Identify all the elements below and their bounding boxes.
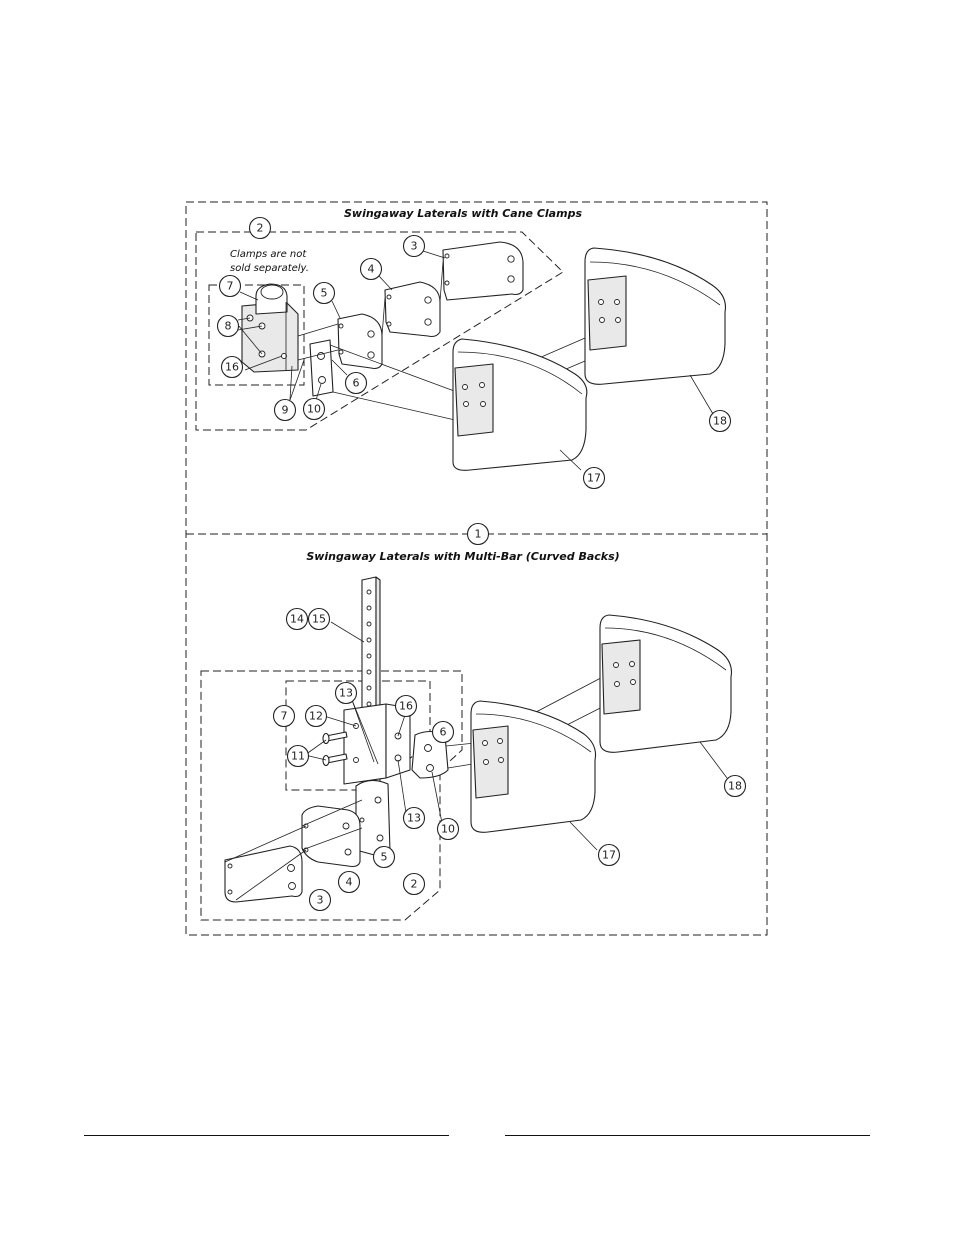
svg-text:4: 4: [368, 263, 375, 276]
callout-1: 1: [466, 522, 490, 546]
bottom-callout-6: 6: [431, 720, 455, 744]
svg-text:9: 9: [282, 404, 289, 417]
svg-text:11: 11: [291, 750, 305, 763]
svg-text:16: 16: [399, 700, 413, 713]
bottom-callout-17: 17: [597, 843, 621, 867]
bottom-callout-16: 16: [394, 694, 418, 718]
screws-11: [322, 731, 348, 767]
top-callout-8: 8: [216, 314, 240, 338]
svg-text:8: 8: [225, 320, 232, 333]
top-callout-7: 7: [218, 274, 242, 298]
bottom-bracket-4: [301, 805, 361, 868]
svg-text:6: 6: [440, 726, 447, 739]
svg-text:16: 16: [225, 361, 239, 374]
top-callout-9: 9: [273, 398, 297, 422]
svg-text:5: 5: [321, 287, 328, 300]
bottom-callout-18: 18: [723, 774, 747, 798]
bottom-lateral-pad-17: [470, 700, 597, 833]
svg-text:17: 17: [587, 472, 601, 485]
cane-clamp: [241, 283, 299, 373]
top-lateral-pad-17: [452, 338, 588, 471]
svg-text:18: 18: [728, 780, 742, 793]
top-callout-18: 18: [708, 409, 732, 433]
svg-text:7: 7: [227, 280, 234, 293]
top-plate-10: [309, 339, 334, 397]
top-callout-5: 5: [312, 281, 336, 305]
top-callout-4: 4: [359, 257, 383, 281]
bottom-bracket-5: [355, 779, 391, 857]
svg-text:6: 6: [353, 377, 360, 390]
bottom-callout-3: 3: [308, 888, 332, 912]
top-callout-3: 3: [402, 234, 426, 258]
clamp-note-line1: Clamps are not: [230, 249, 307, 260]
svg-text:10: 10: [307, 403, 321, 416]
top-callout-16: 16: [220, 355, 244, 379]
svg-text:15: 15: [312, 613, 326, 626]
bottom-section-title: Swingaway Laterals with Multi-Bar (Curve…: [306, 550, 619, 563]
svg-text:1: 1: [475, 528, 482, 541]
svg-text:10: 10: [441, 823, 455, 836]
top-bracket-3: [442, 241, 524, 301]
svg-text:2: 2: [411, 878, 418, 891]
bottom-callout-5: 5: [372, 845, 396, 869]
svg-text:3: 3: [411, 240, 418, 253]
bottom-leaders: [304, 621, 728, 851]
top-lateral-pad-18: [584, 247, 727, 385]
svg-text:12: 12: [309, 710, 323, 723]
top-callout-17: 17: [582, 466, 606, 490]
outer-frame: [185, 201, 768, 936]
bottom-callout-13-bottom: 13: [402, 806, 426, 830]
footer-rule-left: [84, 1135, 449, 1136]
bottom-callout-14: 14: [285, 607, 309, 631]
top-leaders: [237, 250, 714, 471]
bottom-callout-7: 7: [272, 704, 296, 728]
bottom-callout-12: 12: [304, 704, 328, 728]
clamp-outline: [208, 284, 305, 386]
top-bracket-4: [384, 281, 441, 338]
svg-text:14: 14: [290, 613, 304, 626]
svg-text:3: 3: [317, 894, 324, 907]
svg-text:4: 4: [346, 876, 353, 889]
bottom-callout-2: 2: [402, 872, 426, 896]
svg-text:2: 2: [257, 222, 264, 235]
bottom-callout-11: 11: [286, 744, 310, 768]
bar-clamp-plate: [343, 703, 411, 785]
bottom-callout-4: 4: [337, 870, 361, 894]
top-assembly-outline: [195, 231, 564, 431]
bottom-callout-13-top: 13: [334, 681, 358, 705]
svg-text:5: 5: [381, 851, 388, 864]
clamp-note-line2: sold separately.: [230, 263, 309, 274]
top-callout-10: 10: [302, 397, 326, 421]
bottom-bracket-3: [224, 845, 303, 903]
svg-text:13: 13: [407, 812, 421, 825]
svg-text:7: 7: [281, 710, 288, 723]
bottom-callout-10: 10: [436, 817, 460, 841]
bottom-lateral-pad-18: [599, 614, 733, 753]
top-section-title: Swingaway Laterals with Cane Clamps: [344, 207, 582, 220]
svg-text:18: 18: [713, 415, 727, 428]
bottom-callout-15: 15: [307, 607, 331, 631]
top-callout-2: 2: [248, 216, 272, 240]
top-callout-6: 6: [344, 371, 368, 395]
bottom-plate-10: [411, 730, 449, 779]
svg-text:13: 13: [339, 687, 353, 700]
footer-rule-right: [505, 1135, 870, 1136]
svg-text:17: 17: [602, 849, 616, 862]
top-bracket-5: [337, 313, 383, 370]
